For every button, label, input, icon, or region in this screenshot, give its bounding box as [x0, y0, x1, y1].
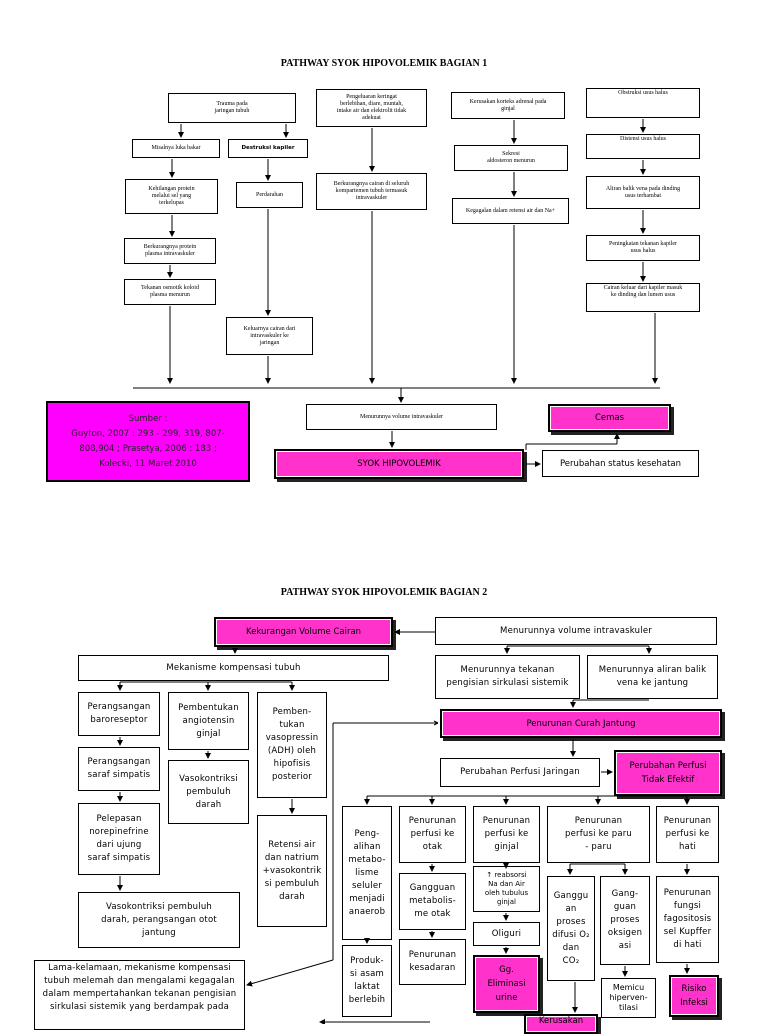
node-gangguan-oksigenasi: Gang- guan proses oksigen asi — [600, 876, 650, 965]
node-perubahan-status: Perubahan status kesehatan — [542, 450, 699, 477]
node-mekanisme: Mekanisme kompensasi tubuh — [78, 655, 389, 681]
node-lama-kelamaan: Lama-kelamaan, mekanisme kompensasi tubu… — [34, 960, 245, 1030]
node-berkurang-cairan: Berkurangnya cairan di seluruh kompartem… — [316, 173, 427, 210]
node-risiko-infeksi: Risiko Infeksi — [669, 975, 719, 1017]
node-cairan-keluar: Cairan keluar dari kapiler masuk ke dind… — [586, 283, 700, 312]
node-obstruksi: Obstruksi usus halus — [586, 88, 700, 118]
node-memicu-hiperventilasi: Memicu hiperven- tilasi — [601, 978, 656, 1018]
node-perdarahan: Perdarahan — [236, 182, 303, 208]
node-kehilangan-protein: Kehilangan protein melalui sel yang terk… — [125, 179, 218, 214]
node-menurunnya-aliran: Menurunnya aliran balik vena ke jantung — [587, 655, 718, 699]
node-perfusi-hati: Penurunan perfusi ke hati — [656, 806, 719, 863]
node-menurunnya-volume-1: Menurunnya volume intravaskuler — [306, 404, 497, 430]
node-fungsi-fagositosis: Penurunan fungsi fagositosis sel Kupffer… — [656, 876, 719, 963]
node-gangguan-difusi: Ganggu an proses difusi O₂ dan CO₂ — [547, 876, 595, 981]
node-aliran-balik: Aliran balik vena pada dinding usus terh… — [586, 176, 700, 209]
node-cemas: Cemas — [548, 404, 671, 432]
node-pengeluaran: Pengeluaran keringat berlebihan, diare, … — [316, 89, 427, 127]
node-reabsorsi: ↑ reabsorsi Na dan Air oleh tubulus ginj… — [473, 866, 540, 912]
node-retensi: Retensi air dan natrium +vasokontrik si … — [257, 815, 327, 927]
node-kegagalan-retensi: Kegagalan dalam retensi air dan Na+ — [452, 198, 569, 224]
node-pengalihan: Peng- alihan metabo- lisme seluler menja… — [342, 806, 392, 940]
node-syok-hipovolemik: SYOK HIPOVOLEMIK — [274, 449, 524, 479]
node-luka-bakar: Misalnya luka bakar — [132, 139, 220, 158]
node-oliguri: Oliguri — [473, 922, 540, 946]
node-vasokontriksi-pembuluh: Vasokontriksi pembuluh darah — [168, 760, 249, 824]
node-tekanan-osmotik: Tekanan osmotik koloid plasma menurun — [124, 279, 216, 305]
node-menurunnya-tekanan: Menurunnya tekanan pengisian sirkulasi s… — [435, 655, 580, 699]
node-produksi-asam: Produk- si asam laktat berlebih — [342, 945, 392, 1017]
node-destruksi-kapiler: Destruksi kapiler — [228, 139, 308, 158]
node-angiotensin: Pembentukan angiotensin ginjal — [168, 692, 249, 750]
node-baroreseptor: Perangsangan baroreseptor — [78, 692, 160, 736]
node-perubahan-perfusi-jaringan: Perubahan Perfusi Jaringan — [440, 758, 600, 787]
node-perubahan-perfusi-tidak: Perubahan Perfusi Tidak Efektif — [614, 750, 722, 796]
node-eliminasi-urine: Gg. Eliminasi urine — [473, 955, 540, 1013]
node-berkurang-protein: Berkurangnya protein plasma intravaskule… — [124, 238, 216, 264]
node-vasopressin: Pemben- tukan vasopressin (ADH) oleh hip… — [257, 692, 327, 798]
node-saraf-simpatis: Perangsangan saraf simpatis — [78, 747, 160, 791]
node-perfusi-paru: Penurunan perfusi ke paru - paru — [547, 806, 650, 863]
pathway-part2-title: PATHWAY SYOK HIPOVOLEMIK BAGIAN 2 — [280, 587, 488, 598]
node-menurunnya-volume-2: Menurunnya volume intravaskuler — [435, 617, 717, 645]
node-perfusi-otak: Penurunan perfusi ke otak — [399, 806, 466, 863]
node-gangguan-metabolisme: Gangguan metabolis- me otak — [399, 873, 466, 930]
node-sekresi: Sekresi aldosteron menurun — [454, 145, 568, 171]
node-norepinefrine: Pelepasan norepinefrine dari ujung saraf… — [78, 803, 160, 875]
node-perfusi-ginjal: Penurunan perfusi ke ginjal — [473, 806, 540, 863]
node-penurunan-curah: Penurunan Curah Jantung — [440, 709, 722, 738]
node-peningkatan-tekanan: Peningkatan tekanan kapiler usus halus — [586, 235, 700, 261]
node-kekurangan-volume: Kekurangan Volume Cairan — [214, 617, 393, 647]
node-distensi: Distensi usus halus — [586, 134, 700, 159]
node-penurunan-kesadaran: Penurunan kesadaran — [399, 939, 466, 985]
node-vasokontriksi-otot: Vasokontriksi pembuluh darah, perangsang… — [78, 892, 240, 948]
pathway-part1-title: PATHWAY SYOK HIPOVOLEMIK BAGIAN 1 — [280, 58, 488, 69]
node-keluarnya-cairan: Keluarnya cairan dari intravaskuler ke j… — [226, 317, 313, 355]
source-box: Sumber : Guyton, 2007 : 293 - 299, 319, … — [46, 401, 250, 482]
node-kerusakan-korteks: Kerusakan korteks adrenal pada ginjal — [451, 92, 565, 119]
node-trauma: Trauma pada jaringan tubuh — [168, 93, 296, 123]
